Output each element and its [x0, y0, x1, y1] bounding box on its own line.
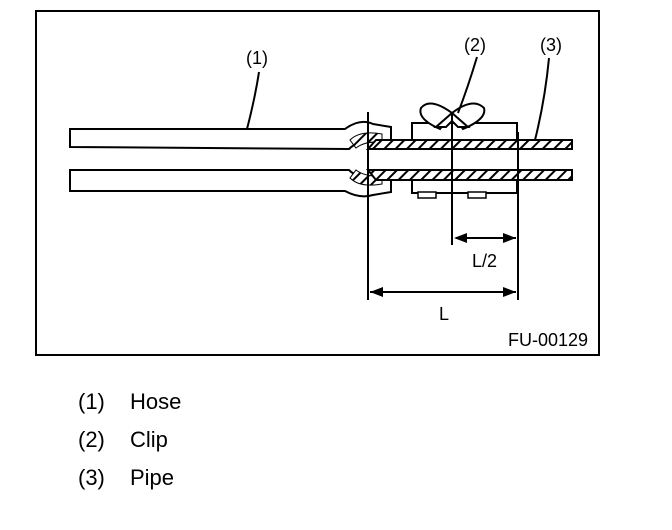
- legend-item-pipe: (3) Pipe: [78, 459, 378, 497]
- legend-number: (2): [78, 427, 105, 452]
- legend-number: (1): [78, 389, 105, 414]
- figure-frame: [35, 10, 600, 356]
- legend-number: (3): [78, 465, 105, 490]
- dimension-length-label: L: [439, 304, 449, 324]
- pipe-callout-leader: [534, 57, 550, 141]
- pipe-top-wall: [365, 139, 573, 150]
- figure-code-label: FU-00129: [508, 330, 588, 350]
- l-half-arrow-left: [454, 233, 467, 243]
- clip-band-bottom: [411, 179, 518, 194]
- legend-label: Clip: [130, 427, 168, 452]
- callout-pipe-number: (3): [540, 35, 562, 55]
- hose: [69, 120, 392, 198]
- legend-item-hose: (1) Hose: [78, 383, 378, 421]
- dimension-half-length-label: L/2: [472, 251, 497, 271]
- l-arrow-right: [503, 287, 516, 297]
- hose-bottom-wall: [69, 169, 392, 198]
- clip-foot-left: [417, 191, 437, 199]
- clip-foot-right: [467, 191, 487, 199]
- legend-item-clip: (2) Clip: [78, 421, 378, 459]
- clip: [411, 102, 518, 245]
- hose-callout-leader: [246, 71, 260, 130]
- pipe-bottom-wall: [365, 169, 573, 181]
- legend-label: Hose: [130, 389, 182, 414]
- callout-hose-number: (1): [246, 48, 268, 68]
- dimension-lines: [367, 112, 519, 300]
- callout-clip-number: (2): [464, 35, 486, 55]
- callout-leaders: [246, 56, 550, 141]
- legend: (1) Hose (2) Clip (3) Pipe: [78, 383, 378, 497]
- hose-top-wall: [69, 120, 392, 151]
- clip-callout-leader: [457, 56, 478, 114]
- l-half-arrow-right: [503, 233, 516, 243]
- l-arrow-left: [370, 287, 383, 297]
- pipe: [365, 139, 573, 181]
- legend-label: Pipe: [130, 465, 175, 490]
